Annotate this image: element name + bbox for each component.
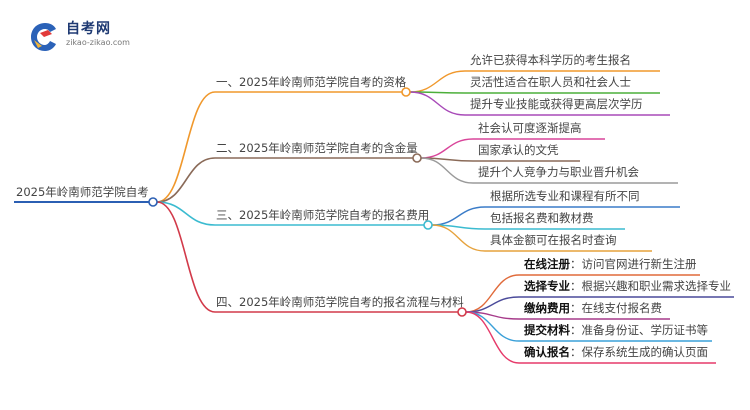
edge-branch-4-leaf-1 [465, 274, 520, 313]
leaf-4-5[interactable]: 确认报名：保存系统生成的确认页面 [524, 345, 708, 359]
branch-1-handle[interactable] [401, 87, 411, 97]
edge-branch-1-leaf-1 [409, 70, 466, 93]
branch-3-handle[interactable] [423, 220, 433, 230]
edge-branch-4-leaf-5 [465, 311, 520, 364]
logo-url: zikao-zikao.com [66, 38, 130, 47]
leaf-4-1[interactable]: 在线注册：访问官网进行新生注册 [524, 257, 697, 271]
edge-root-branch-3 [156, 201, 216, 226]
root-node-label[interactable]: 2025年岭南师范学院自考 [16, 185, 149, 199]
leaf-4-2[interactable]: 选择专业：根据兴趣和职业需求选择专业 [524, 279, 731, 293]
root-node-handle[interactable] [148, 197, 158, 207]
leaf-1-3[interactable]: 提升专业技能或获得更高层次学历 [470, 97, 643, 111]
edge-branch-2-leaf-3 [420, 157, 474, 184]
logo-name: 自考网 [66, 21, 111, 37]
edge-branch-1-leaf-3 [409, 91, 466, 116]
branch-4-handle[interactable] [457, 307, 467, 317]
logo-mark-icon [31, 23, 56, 51]
site-logo[interactable]: 自考网 zikao-zikao.com [28, 16, 158, 56]
edge-root-branch-4 [156, 201, 216, 313]
branch-3-label[interactable]: 三、2025年岭南师范学院自考的报名费用 [216, 208, 429, 222]
leaf-4-3[interactable]: 缴纳费用：在线支付报名费 [524, 301, 662, 315]
leaf-4-4[interactable]: 提交材料：准备身份证、学历证书等 [524, 323, 708, 337]
leaf-1-1[interactable]: 允许已获得本科学历的考生报名 [470, 53, 631, 67]
branch-2-label[interactable]: 二、2025年岭南师范学院自考的含金量 [216, 141, 418, 155]
edge-root-branch-2 [156, 157, 216, 203]
edge-branch-3-leaf-3 [431, 224, 486, 252]
leaf-3-2[interactable]: 包括报名费和教材费 [490, 211, 594, 225]
leaf-2-2[interactable]: 国家承认的文凭 [478, 143, 559, 157]
branch-2-handle[interactable] [412, 153, 422, 163]
leaf-2-3[interactable]: 提升个人竞争力与职业晋升机会 [478, 165, 639, 179]
leaf-3-3[interactable]: 具体金额可在报名时查询 [490, 233, 617, 247]
mind-map-edges [156, 70, 520, 364]
edge-branch-4-leaf-2 [465, 296, 520, 313]
branch-4-label[interactable]: 四、2025年岭南师范学院自考的报名流程与材料 [216, 295, 464, 309]
leaf-1-2[interactable]: 灵活性适合在职人员和社会人士 [470, 75, 631, 89]
branch-1-label[interactable]: 一、2025年岭南师范学院自考的资格 [216, 75, 407, 89]
mind-map-nodes: 2025年岭南师范学院自考 一、2025年岭南师范学院自考的资格 二、2025年… [14, 53, 734, 364]
leaf-2-1[interactable]: 社会认可度逐渐提高 [478, 121, 582, 135]
edge-branch-2-leaf-1 [420, 138, 474, 159]
leaf-3-1[interactable]: 根据所选专业和课程有所不同 [490, 189, 640, 203]
edge-branch-3-leaf-1 [431, 206, 486, 226]
edge-root-branch-1 [156, 91, 216, 203]
